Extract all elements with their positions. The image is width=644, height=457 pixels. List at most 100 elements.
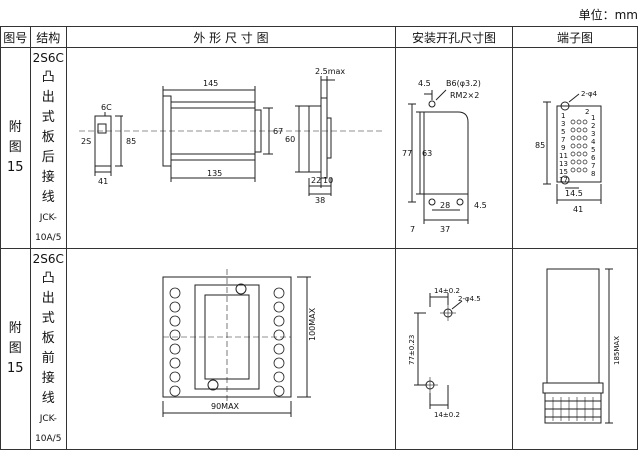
figure-char: 图 [8, 140, 22, 155]
terminal-number: 11 [559, 152, 568, 160]
terminal-number: 6 [591, 154, 596, 162]
figure-char: 15 [7, 160, 24, 175]
header-structure: 结构 [29, 26, 67, 48]
terminal-number: 2 [585, 108, 589, 116]
dim-label: RM2×2 [450, 91, 479, 100]
dim-label: 145 [203, 79, 218, 88]
terminal-mount-hole [560, 101, 570, 111]
table-row: 附 图 15 2S6C 凸 出 式 板 前 接 线 JC [0, 248, 639, 450]
figure-char: 图 [8, 341, 22, 356]
figure-char: 15 [7, 361, 24, 376]
terminal-number: 2 [591, 122, 595, 130]
structure-model: 2S6C [32, 51, 64, 65]
dim-label: 77±0.23 [408, 335, 416, 365]
dim-label: 90MAX [211, 402, 240, 411]
panel-cutout [423, 111, 469, 195]
mounting-drawing-rear: 4.5 B6(φ3.2) RM2×2 77 63 7 28 4.5 37 [402, 79, 487, 234]
terminal-mount-hole [560, 175, 570, 185]
mount-hole [456, 198, 464, 206]
structure-char: 板 [41, 331, 55, 346]
figure-char: 附 [8, 321, 22, 336]
terminal-block [556, 105, 602, 183]
structure-char: 后 [41, 150, 55, 165]
figure-no-cell: 附 图 15 [0, 248, 31, 450]
dim-label: 2-φ4.5 [458, 295, 481, 303]
dim-label: 185MAX [613, 336, 621, 365]
right-view-body [308, 105, 322, 173]
structure-code: JCK-10A/5 [35, 414, 62, 444]
terminal-number: 7 [591, 162, 595, 170]
mount-hole [428, 198, 436, 206]
table-row: 附 图 15 2S6C 凸 出 式 板 后 接 线 JC [0, 47, 639, 249]
outline-drawing-rear: 6C 2S 85 41 145 67 135 2.5max 60 22 10 3… [78, 67, 383, 205]
mounting-drawing-cell: 14±0.2 2-φ4.5 77±0.23 14±0.2 [394, 248, 513, 450]
dim-label: 22 [311, 176, 321, 185]
terminal-drawing-cell: 185MAX [511, 248, 639, 450]
terminal-number: 8 [591, 170, 595, 178]
structure-char: 接 [41, 371, 55, 386]
dim-label: 2-φ4 [581, 90, 598, 98]
mounting-drawing-front: 14±0.2 2-φ4.5 77±0.23 14±0.2 [408, 287, 481, 419]
header-outline: 外 形 尺 寸 图 [65, 26, 396, 48]
terminal-number: 7 [561, 136, 565, 144]
spec-table: 图号 结构 外 形 尺 寸 图 安装开孔尺寸图 端子图 附 图 15 [0, 26, 639, 450]
dim-label: 60 [285, 135, 295, 144]
terminal-number: 3 [591, 130, 595, 138]
dim-label: 67 [273, 127, 283, 136]
structure-cell: 2S6C 凸 出 式 板 后 接 线 JCK-10A/5 [29, 47, 67, 249]
structure-cell: 2S6C 凸 出 式 板 前 接 线 JCK-10A/5 [29, 248, 67, 450]
header-figure-no: 图号 [0, 26, 31, 48]
side-view-window [97, 123, 107, 134]
structure-char: 前 [41, 351, 55, 366]
structure-model: 2S6C [32, 252, 64, 266]
side-view-body [94, 115, 112, 167]
dim-label: 77 [402, 149, 412, 158]
dim-label: 4.5 [474, 201, 487, 210]
structure-char: 接 [41, 170, 55, 185]
dim-label: 100MAX [308, 307, 317, 341]
relay-cover [546, 268, 600, 384]
terminal-number: 4 [591, 138, 596, 146]
dim-label: 41 [98, 177, 108, 186]
figure-char: 附 [8, 120, 22, 135]
right-view-flange [320, 97, 328, 179]
structure-char: 线 [41, 391, 55, 406]
mounting-drawing-cell: 4.5 B6(φ3.2) RM2×2 77 63 7 28 4.5 37 [394, 47, 513, 249]
dim-label: 85 [535, 141, 545, 150]
outline-drawing-cell: 100MAX 90MAX [65, 248, 396, 450]
right-view-terminal [326, 117, 332, 159]
header-mounting: 安装开孔尺寸图 [394, 26, 513, 48]
outline-drawing-front: 100MAX 90MAX [162, 269, 317, 417]
dim-label: 2.5max [315, 67, 345, 76]
relay-base [542, 382, 604, 394]
header-terminal: 端子图 [511, 26, 639, 48]
outline-drawing-cell: 6C 2S 85 41 145 67 135 2.5max 60 22 10 3… [65, 47, 396, 249]
terminal-drawing-cell: 185MAX 2-φ4 2 1 3 5 7 9 11 13 15 17 [511, 47, 639, 249]
structure-char: 式 [41, 311, 55, 326]
dim-label: 2S [81, 137, 91, 146]
dim-label: 28 [440, 201, 450, 210]
terminal-number: 3 [561, 120, 565, 128]
structure-char: 凸 [41, 271, 55, 286]
structure-char: 出 [41, 90, 55, 105]
terminal-number: 5 [561, 128, 565, 136]
unit-label: 单位：mm [578, 8, 638, 22]
dim-label: 14±0.2 [434, 287, 460, 295]
dim-label: 14.5 [565, 189, 583, 198]
dim-label: 14±0.2 [434, 411, 460, 419]
structure-char: 凸 [41, 70, 55, 85]
mount-hole [428, 100, 436, 108]
terminal-number: 15 [559, 168, 568, 176]
structure-char: 板 [41, 130, 55, 145]
dim-label: 38 [315, 196, 325, 205]
terminal-number: 5 [591, 146, 595, 154]
structure-code: JCK-10A/5 [35, 213, 62, 243]
dim-label: 41 [573, 205, 583, 214]
dim-label: 135 [207, 169, 222, 178]
terminal-drawing-front: 185MAX [542, 268, 621, 424]
dim-label: 7 [410, 225, 415, 234]
terminal-drawing-rear: 185MAX 2-φ4 2 1 3 5 7 9 11 13 15 17 [535, 90, 602, 214]
terminal-number: 1 [591, 114, 595, 122]
dim-label: B6(φ3.2) [446, 79, 481, 88]
